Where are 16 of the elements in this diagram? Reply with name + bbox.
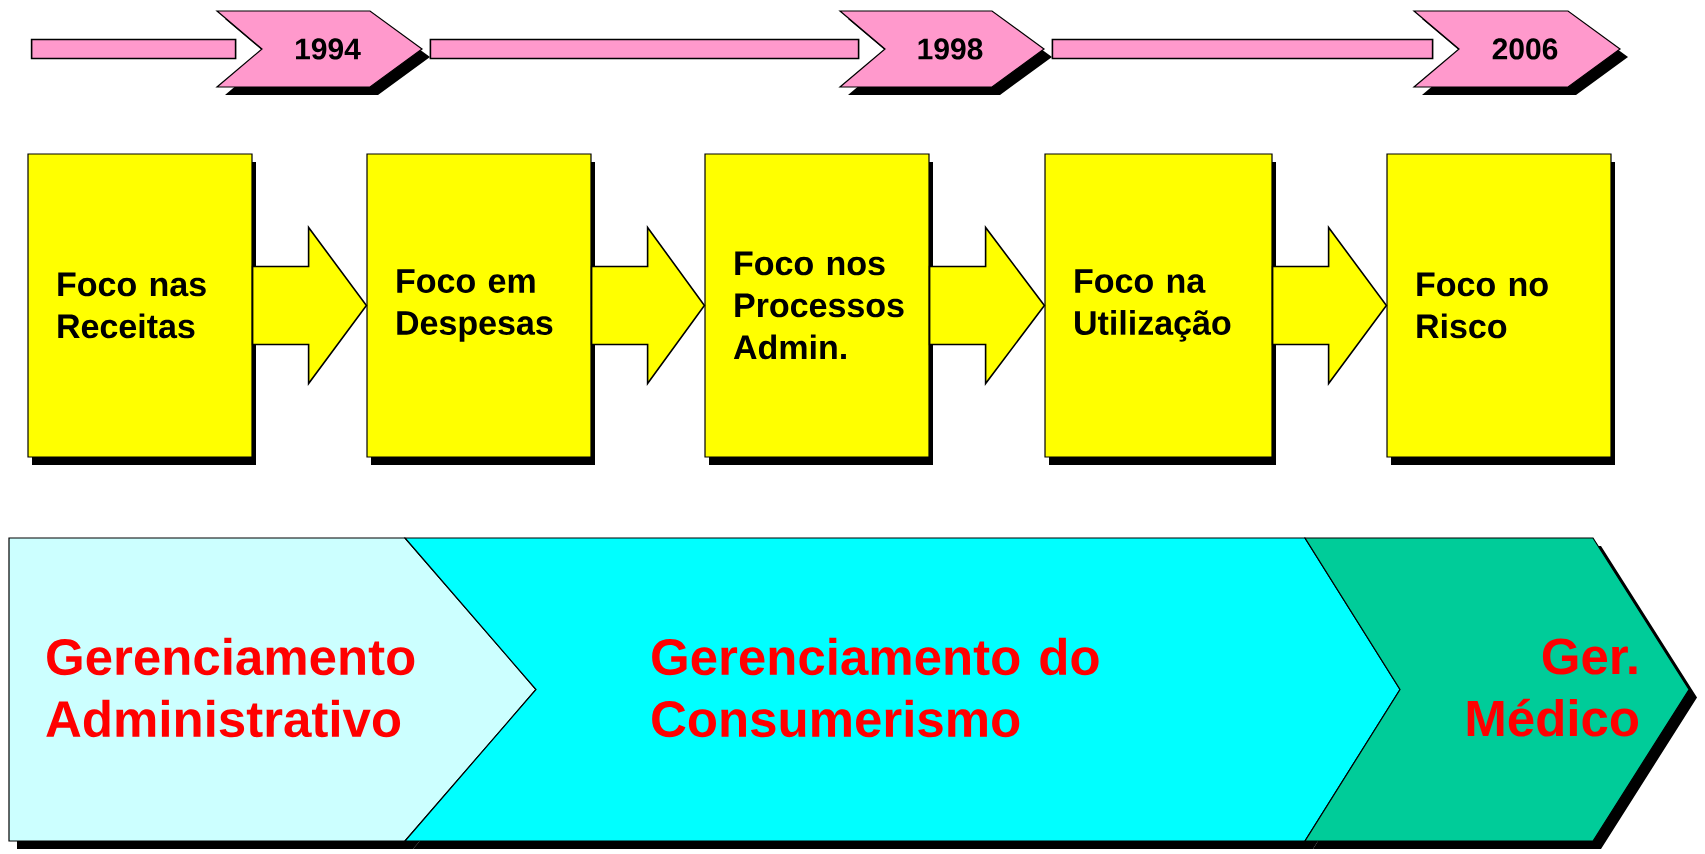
focus-box: Foco nos Processos Admin. xyxy=(704,153,933,465)
block-arrow xyxy=(1271,225,1388,386)
block-arrow xyxy=(251,225,368,386)
year-chevron: 1994 xyxy=(215,10,430,95)
year-chevron: 2006 xyxy=(1412,10,1628,95)
focus-box: Foco na Utilização xyxy=(1044,153,1276,465)
focus-box: Foco em Despesas xyxy=(366,153,595,465)
focus-box: Foco nas Receitas xyxy=(27,153,256,465)
timeline-bar xyxy=(1051,38,1434,60)
timeline-bar xyxy=(30,38,237,60)
phase-band: Ger. Médico xyxy=(1303,537,1697,849)
timeline-bar xyxy=(429,38,860,60)
block-arrow xyxy=(590,225,706,386)
block-arrow xyxy=(928,225,1046,386)
year-chevron: 1998 xyxy=(838,10,1052,95)
focus-box: Foco no Risco xyxy=(1386,153,1615,465)
